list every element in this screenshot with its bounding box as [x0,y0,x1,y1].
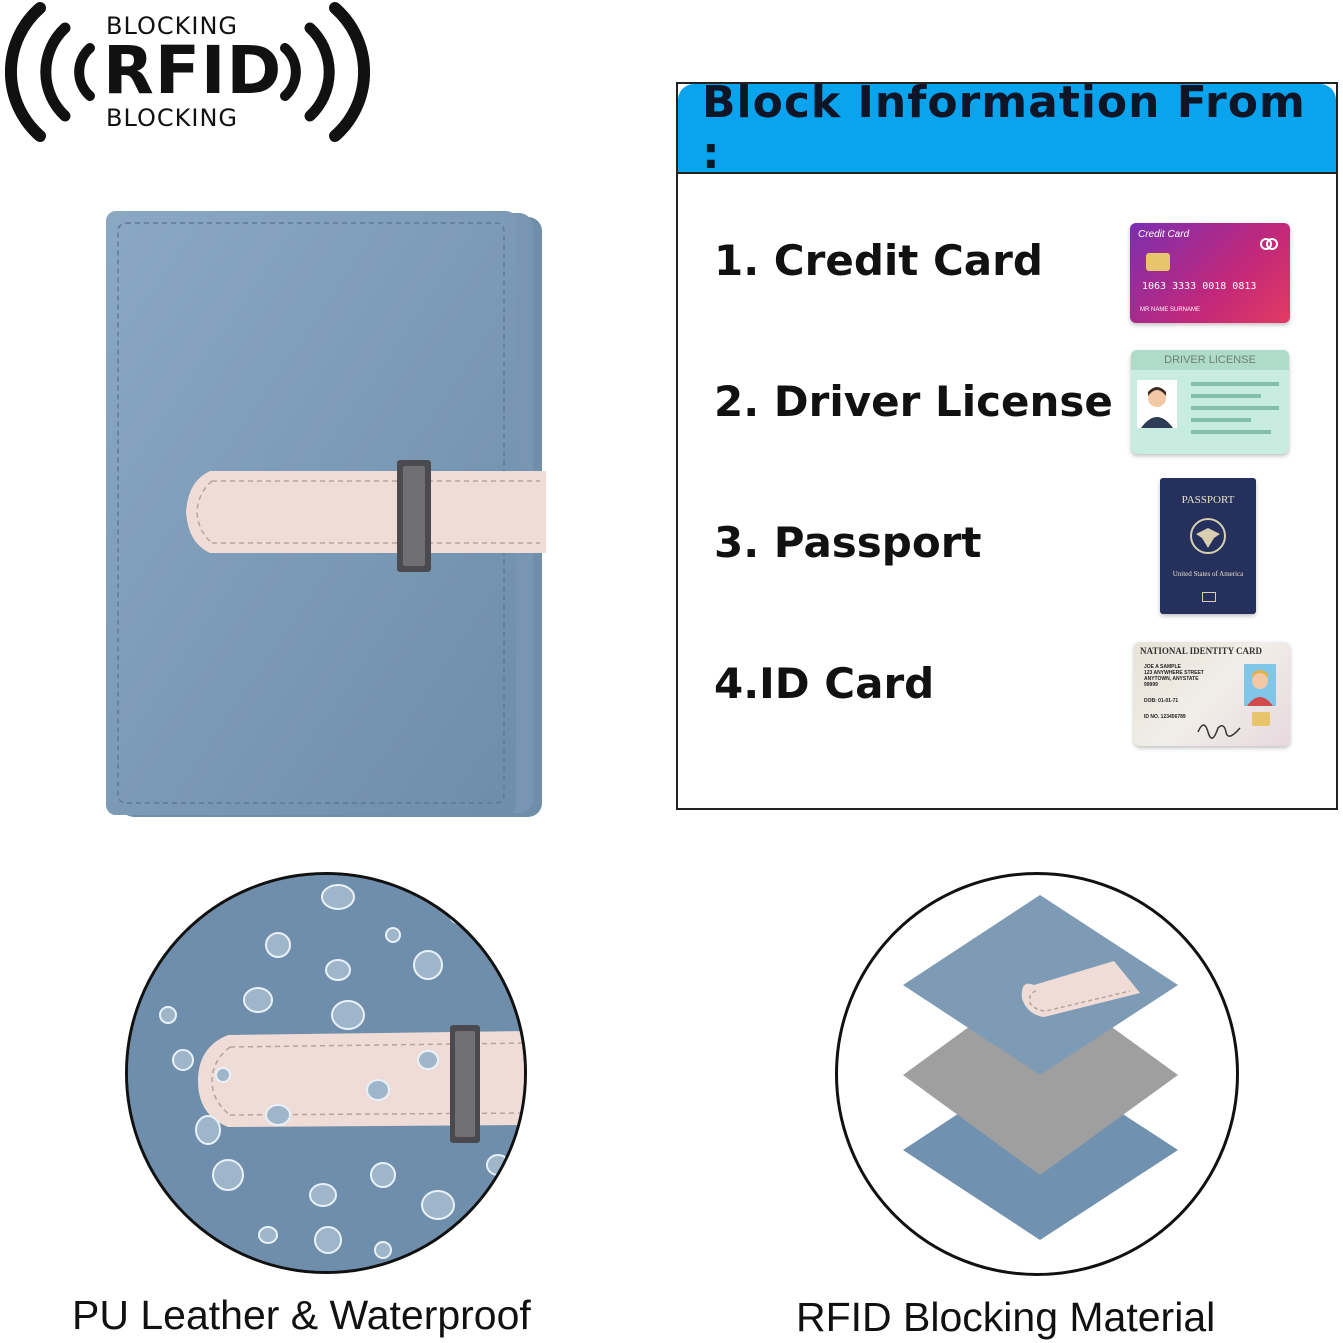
passport-title: PASSPORT [1181,494,1235,506]
id-card-address: JOE A SAMPLE 123 ANYWHERE STREET ANYTOWN… [1144,664,1204,688]
driver-license-icon: DRIVER LICENSE [1131,350,1289,454]
signature-icon [1197,724,1241,739]
id-card-dob: DOB: 01-01-71 [1144,698,1179,704]
credit-card-name: MR NAME SURNAME [1140,307,1201,313]
biometric-chip-icon [1202,592,1216,602]
rfid-signal-icon [5,2,370,142]
panel-title: Block Information From : [702,77,1306,179]
caption-rfid-material: RFID Blocking Material [796,1294,1216,1340]
id-chip-icon [1252,712,1270,726]
id-card-title: NATIONAL IDENTITY CARD [1140,646,1263,656]
rfid-material-layers [835,872,1239,1276]
logo-main-text: RFID [103,32,283,109]
block-information-panel: Block Information From : 1. Credit Card … [676,77,1338,810]
passport-country: United States of America [1172,570,1244,578]
credit-card-title: Credit Card [1138,229,1190,240]
id-card-number: ID NO. 123456789 [1144,714,1186,720]
driver-license-title: DRIVER LICENSE [1131,350,1289,370]
rfid-blocking-logo: BLOCKING RFID BLOCKING [0,0,375,145]
license-photo-icon [1137,380,1177,428]
material-layers-illustration [903,895,1178,1240]
logo-bottom-text: BLOCKING [106,104,238,132]
wallet-product-image [100,205,550,820]
id-photo-icon [1244,664,1276,706]
item-id-card: 4.ID Card [714,659,935,708]
caption-pu-leather: PU Leather & Waterproof [72,1292,531,1338]
pu-leather-closeup [125,872,527,1274]
panel-header: Block Information From : [678,77,1336,179]
logo-top-text: BLOCKING [106,12,238,40]
id-card-icon: NATIONAL IDENTITY CARD JOE A SAMPLE 123 … [1134,642,1290,746]
item-driver-license: 2. Driver License [714,377,1113,426]
credit-card-icon: Credit Card 1063 3333 0018 0813 MR NAME … [1130,223,1290,323]
credit-card-number: 1063 3333 0018 0813 [1142,281,1257,292]
chip-icon [1146,253,1170,271]
wallet-illustration [106,211,546,817]
item-passport: 3. Passport [714,518,982,567]
water-droplets-illustration [128,875,524,1271]
contactless-icon [1260,237,1278,250]
passport-icon: PASSPORT United States of America [1160,478,1256,614]
item-credit-card: 1. Credit Card [714,236,1043,285]
eagle-seal-icon [1190,518,1226,554]
